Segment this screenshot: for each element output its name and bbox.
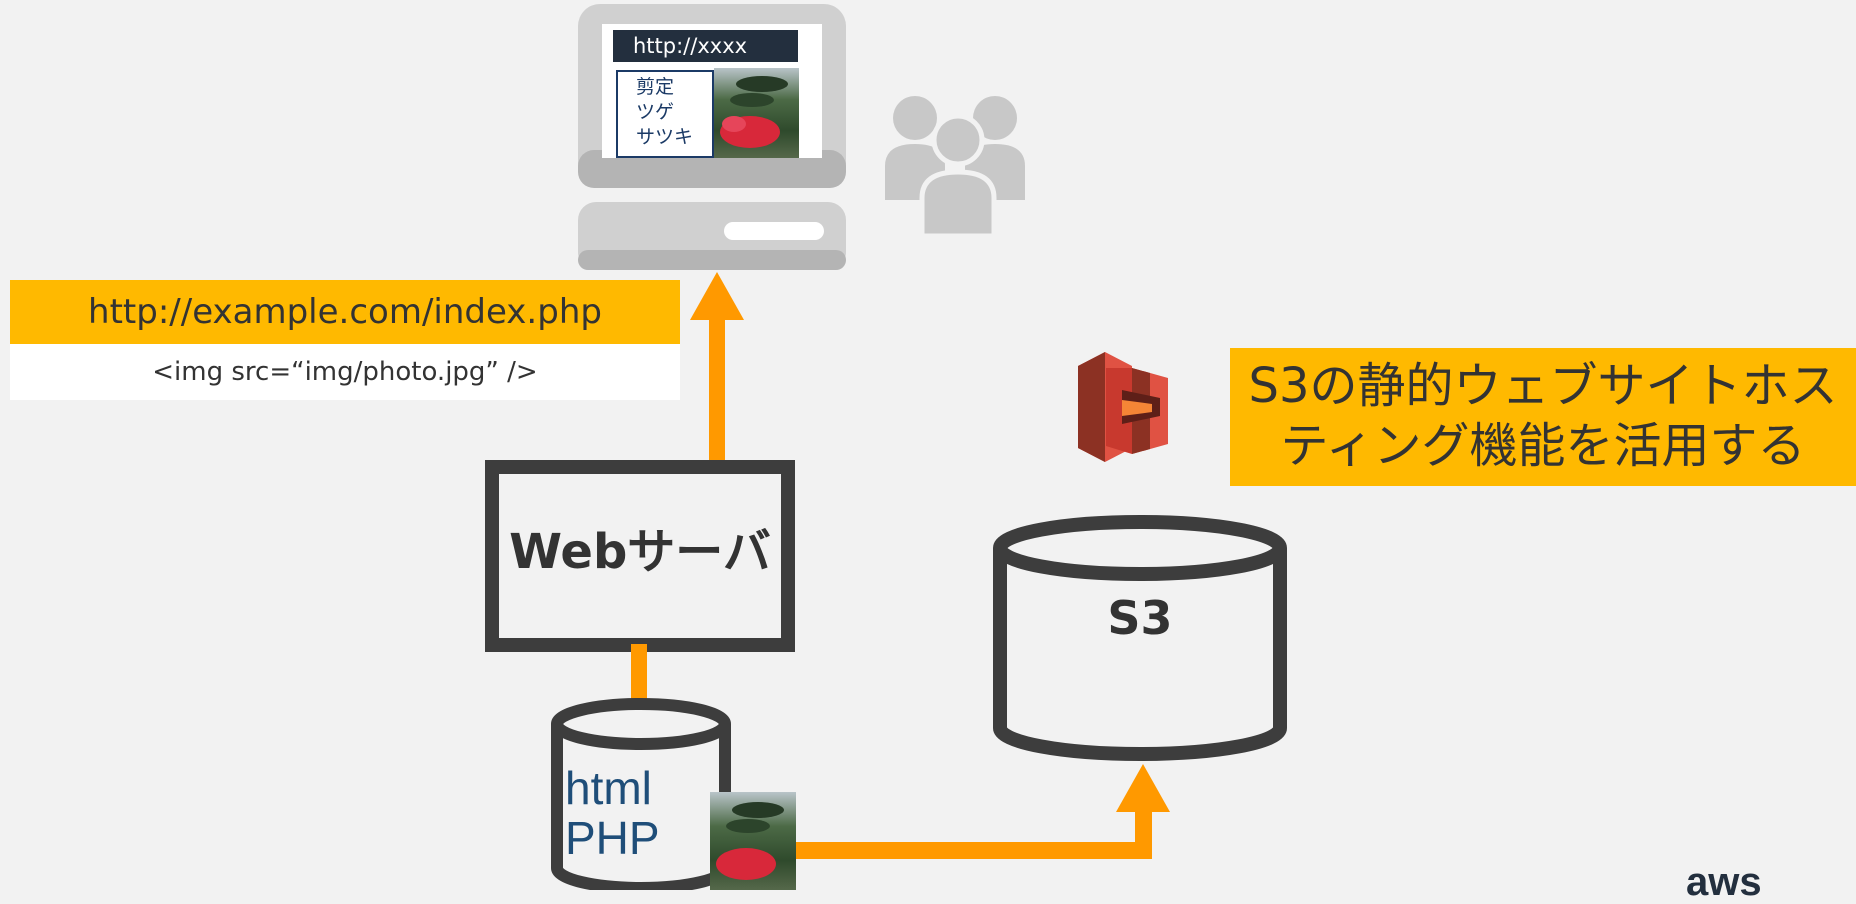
database-contents: html PHP: [565, 763, 675, 863]
server-db-connector: [631, 644, 647, 708]
users-group-icon: [885, 96, 1025, 239]
response-arrow: [690, 272, 744, 468]
browser-menu: 剪定 ツゲ サツキ: [616, 70, 714, 158]
database-line-php: PHP: [565, 812, 660, 864]
menu-item-boxwood: ツゲ: [636, 101, 675, 123]
amazon-s3-icon: [1078, 352, 1168, 462]
photo-file-icon: [710, 792, 796, 890]
html-snippet: <img src=“img/photo.jpg” />: [10, 344, 680, 400]
upload-arrow: [796, 764, 1170, 859]
menu-item-azalea: サツキ: [636, 126, 694, 148]
aws-logo: aws: [1686, 860, 1762, 904]
garden-photo-icon: [714, 68, 799, 158]
database-line-html: html: [565, 762, 652, 814]
browser-url-bar: http://xxxx: [613, 30, 798, 62]
request-url-banner: http://example.com/index.php: [10, 280, 680, 344]
s3-hosting-callout: S3の静的ウェブサイトホス ティング機能を活用する: [1230, 348, 1856, 486]
web-server-label: Webサーバ: [509, 524, 771, 580]
s3-bucket-cylinder: [993, 515, 1287, 761]
callout-line-2: ティング機能を活用する: [1280, 418, 1806, 474]
s3-bucket-label: S3: [1107, 591, 1173, 645]
menu-item-prune: 剪定: [636, 76, 675, 98]
callout-line-1: S3の静的ウェブサイトホス: [1248, 358, 1838, 414]
